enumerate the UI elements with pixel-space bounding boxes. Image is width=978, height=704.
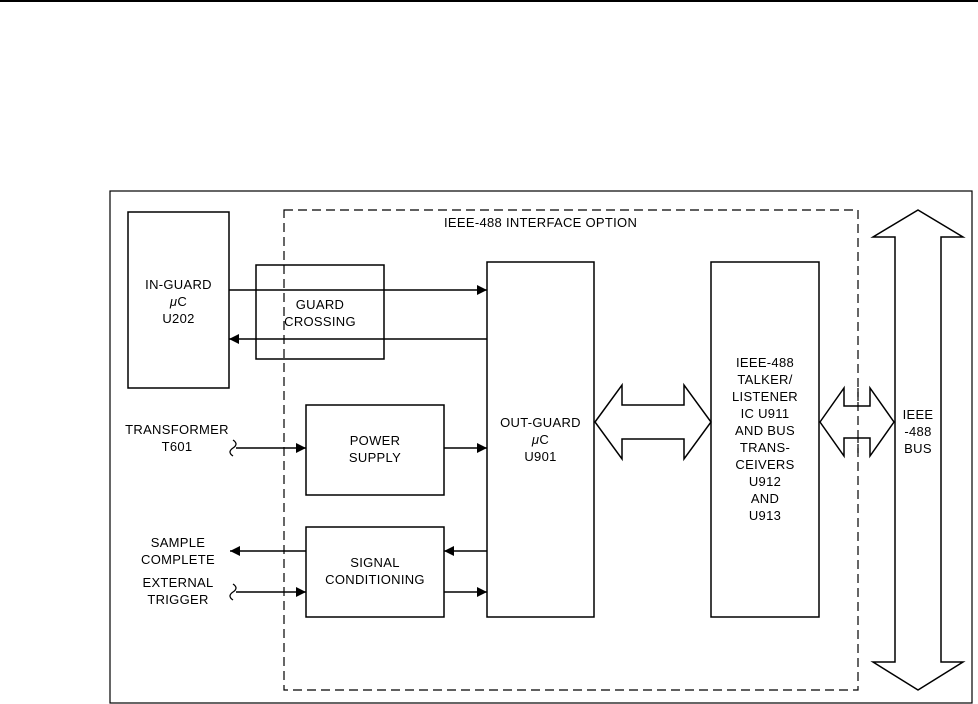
guard-crossing-block (255, 264, 385, 360)
ieee-talker-label: IEEE-488 TALKER/ LISTENER IC U911 AND BU… (732, 355, 798, 523)
signal-conditioning-label: SIGNAL CONDITIONING (325, 555, 425, 587)
sample-complete-label: SAMPLE COMPLETE (141, 535, 215, 567)
transformer-label: TRANSFORMER T601 (125, 422, 229, 454)
page-top-rule (0, 0, 978, 2)
ieee-bus-label: IEEE -488 BUS (902, 407, 934, 456)
signal-conditioning-block (305, 526, 445, 618)
external-trigger-label: EXTERNAL TRIGGER (142, 575, 214, 607)
talker-ieee-bus-arrow (819, 385, 895, 459)
external-trigger-wave-mark (229, 583, 237, 601)
figure-frame (109, 190, 973, 704)
in-guard-label: IN-GUARD μC U202 (145, 277, 212, 326)
ieee-talker-block (710, 261, 820, 618)
guard-crossing-label: GUARD CROSSING (284, 297, 356, 329)
transformer-wave-mark (229, 439, 237, 457)
in-guard-block (127, 211, 230, 389)
ieee-488-bus-arrow (870, 209, 966, 691)
out-guard-label: OUT-GUARD μC U901 (500, 415, 581, 464)
power-supply-block (305, 404, 445, 496)
power-supply-label: POWER SUPPLY (348, 433, 402, 465)
out-guard-block (486, 261, 595, 618)
out-guard-talker-bus-arrow (594, 382, 712, 462)
interface-option-title: IEEE-488 INTERFACE OPTION (444, 215, 638, 230)
